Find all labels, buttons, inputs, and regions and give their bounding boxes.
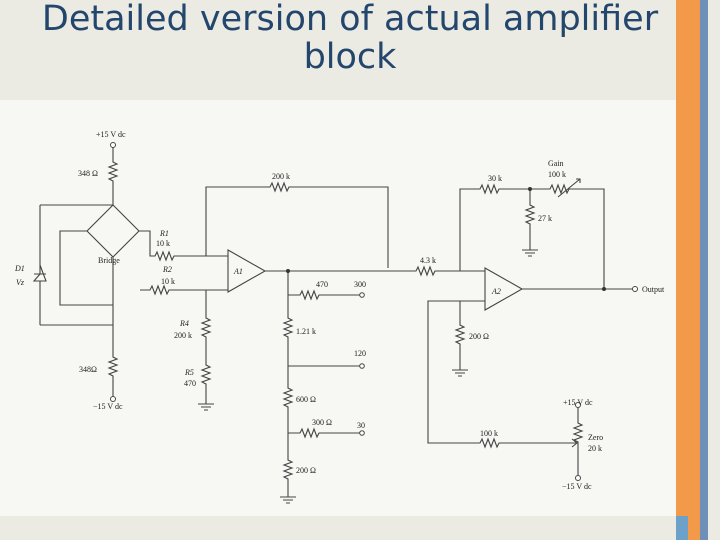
bridge-supply-section: +15 V dc 348 Ω Bridge D1 Vz 348Ω −15 V d…: [14, 130, 140, 411]
feedback-label: 200 k: [272, 172, 290, 181]
junction-gain: [528, 187, 532, 191]
resistor-r4-r5: [200, 290, 212, 404]
tap-120-terminal: [359, 363, 365, 369]
output-label: Output: [642, 285, 665, 294]
supply-neg-label: −15 V dc: [93, 402, 123, 411]
zero-name-label: Zero: [588, 433, 603, 442]
r30k-label: 30 k: [488, 174, 502, 183]
a1-stage: R1 10 k R2 10 k R4 200 k R5 470 200 k A1…: [139, 172, 416, 504]
junction-output: [602, 287, 606, 291]
opamp-a2-icon: [484, 267, 524, 311]
resistor-r2: [140, 284, 228, 296]
output-terminal: [632, 286, 638, 292]
accent-stripe-blue: [700, 0, 708, 540]
zero-feedback-network: [427, 300, 570, 449]
amplifier-schematic: +15 V dc 348 Ω Bridge D1 Vz 348Ω −15 V d…: [14, 130, 665, 504]
slide-title: Detailed version of actual amplifier blo…: [20, 0, 680, 77]
r200-a2-label: 200 Ω: [469, 332, 489, 341]
tap-300-terminal: [359, 292, 365, 298]
bridge-label: Bridge: [98, 256, 120, 265]
resistor-43k: [388, 265, 485, 277]
resistor-121k: [282, 295, 362, 367]
supply-neg-terminal: [110, 396, 116, 402]
a2-stage: 4.3 k A2 30 k Gain 100 k 27 k 200 Ω Outp…: [388, 159, 665, 491]
zero-pot: [572, 408, 584, 475]
ground-a2-icon: [452, 369, 468, 377]
zero-value-label: 20 k: [588, 444, 602, 453]
resistor-200: [282, 433, 294, 497]
supply-pos-label: +15 V dc: [96, 130, 126, 139]
gain-feedback-network: [459, 183, 605, 289]
ground-27k-icon: [522, 249, 538, 257]
resistor-27k: [524, 189, 536, 250]
a1-label: A1: [233, 267, 243, 276]
bridge-block: [86, 204, 140, 258]
zener-diode-icon: [32, 264, 47, 325]
r300-label: 300 Ω: [312, 418, 332, 427]
r121k-label: 1.21 k: [296, 327, 316, 336]
resistor-348-bottom: [107, 305, 119, 396]
r200-label: 200 Ω: [296, 466, 316, 475]
r2-value: 10 k: [161, 277, 175, 286]
r100k-zero-label: 100 k: [480, 429, 498, 438]
r1-value: 10 k: [156, 239, 170, 248]
r27k-label: 27 k: [538, 214, 552, 223]
title-line-2: block: [303, 37, 397, 77]
r1-name: R1: [159, 229, 169, 238]
resistor-r1: [139, 230, 228, 262]
zero-pot-wiper-icon: [570, 438, 578, 448]
gain-label: Gain: [548, 159, 564, 168]
accent-stripe-bottom: [676, 516, 688, 540]
accent-stripe-orange: [676, 0, 700, 540]
zero-neg-label: −15 V dc: [562, 482, 592, 491]
a2-label: A2: [491, 287, 501, 296]
junction-a1-out: [286, 269, 290, 273]
resistor-348-top: [107, 147, 119, 205]
feedback-200k: [205, 181, 389, 268]
wire-bridge-left: [59, 230, 113, 306]
r600-label: 600 Ω: [296, 395, 316, 404]
zero-neg-terminal: [575, 475, 581, 481]
tap-30-terminal: [359, 430, 365, 436]
resistor-200-a2: [454, 300, 485, 370]
vz-label: Vz: [16, 278, 25, 287]
r-bottom-label: 348Ω: [79, 365, 97, 374]
r5-name: R5: [184, 368, 194, 377]
title-line-1: Detailed version of actual amplifier: [41, 0, 659, 39]
r-top-label: 348 Ω: [78, 169, 98, 178]
r100k-gain-label: 100 k: [548, 170, 566, 179]
r4-name: R4: [179, 319, 189, 328]
ground-200-icon: [280, 496, 296, 504]
opamp-a1-icon: [227, 249, 267, 293]
resistor-470: [287, 271, 362, 301]
r43k-label: 4.3 k: [420, 256, 436, 265]
r2-name: R2: [162, 265, 172, 274]
ground-r5-icon: [198, 403, 214, 411]
r4-value: 200 k: [174, 331, 192, 340]
tap-120-label: 120: [354, 349, 366, 358]
tap-300-label: 300: [354, 280, 366, 289]
supply-pos-terminal: [110, 142, 116, 148]
zero-pos-label: +15 V dc: [563, 398, 593, 407]
zero-pos-terminal: [575, 402, 581, 408]
tap-30-label: 30: [357, 421, 365, 430]
r5-value: 470: [184, 379, 196, 388]
diode-label: D1: [14, 264, 25, 273]
r470-label: 470: [316, 280, 328, 289]
gain-pot-arrow-icon: [557, 178, 581, 198]
accent-stripe-cream: [708, 0, 720, 540]
